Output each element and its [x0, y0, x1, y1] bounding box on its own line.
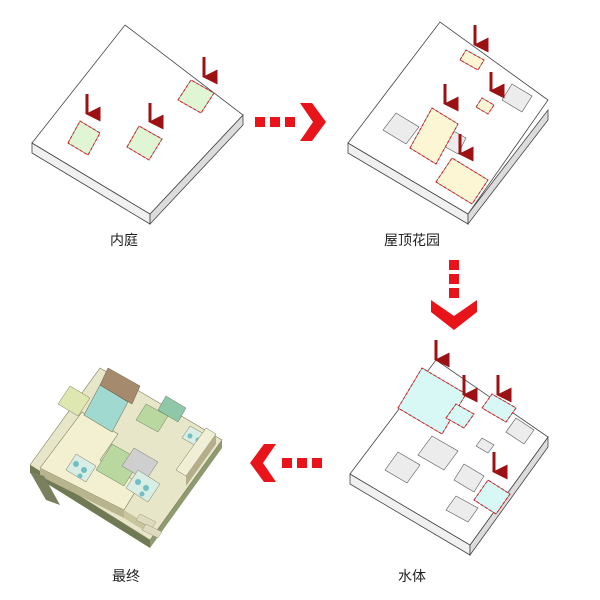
step2-block: [347, 21, 549, 226]
label-courtyard: 内庭: [110, 233, 138, 249]
water-body-4: [473, 479, 511, 515]
flow-arrow-down: [431, 260, 477, 330]
step1-block: [31, 24, 244, 226]
step4-final-model: [29, 367, 223, 548]
label-final: 最终: [112, 569, 140, 585]
label-water: 水体: [398, 569, 426, 585]
flow-arrow-left: [250, 444, 322, 482]
flow-arrow-right: [255, 103, 326, 141]
final-pool: [83, 384, 129, 433]
final-courtyard-trees: [65, 425, 209, 503]
courtyard-2: [126, 125, 163, 161]
roof-garden-2: [435, 157, 489, 205]
roof-garden-4: [475, 97, 495, 115]
step3-block: [349, 340, 549, 557]
water-body-2: [445, 403, 475, 429]
courtyard-1: [67, 120, 101, 156]
courtyard-3: [177, 79, 215, 114]
roof-garden-1: [409, 107, 459, 165]
label-roof-garden: 屋顶花园: [384, 233, 440, 249]
water-body-3: [481, 393, 517, 423]
roof-garden-3: [459, 49, 485, 71]
